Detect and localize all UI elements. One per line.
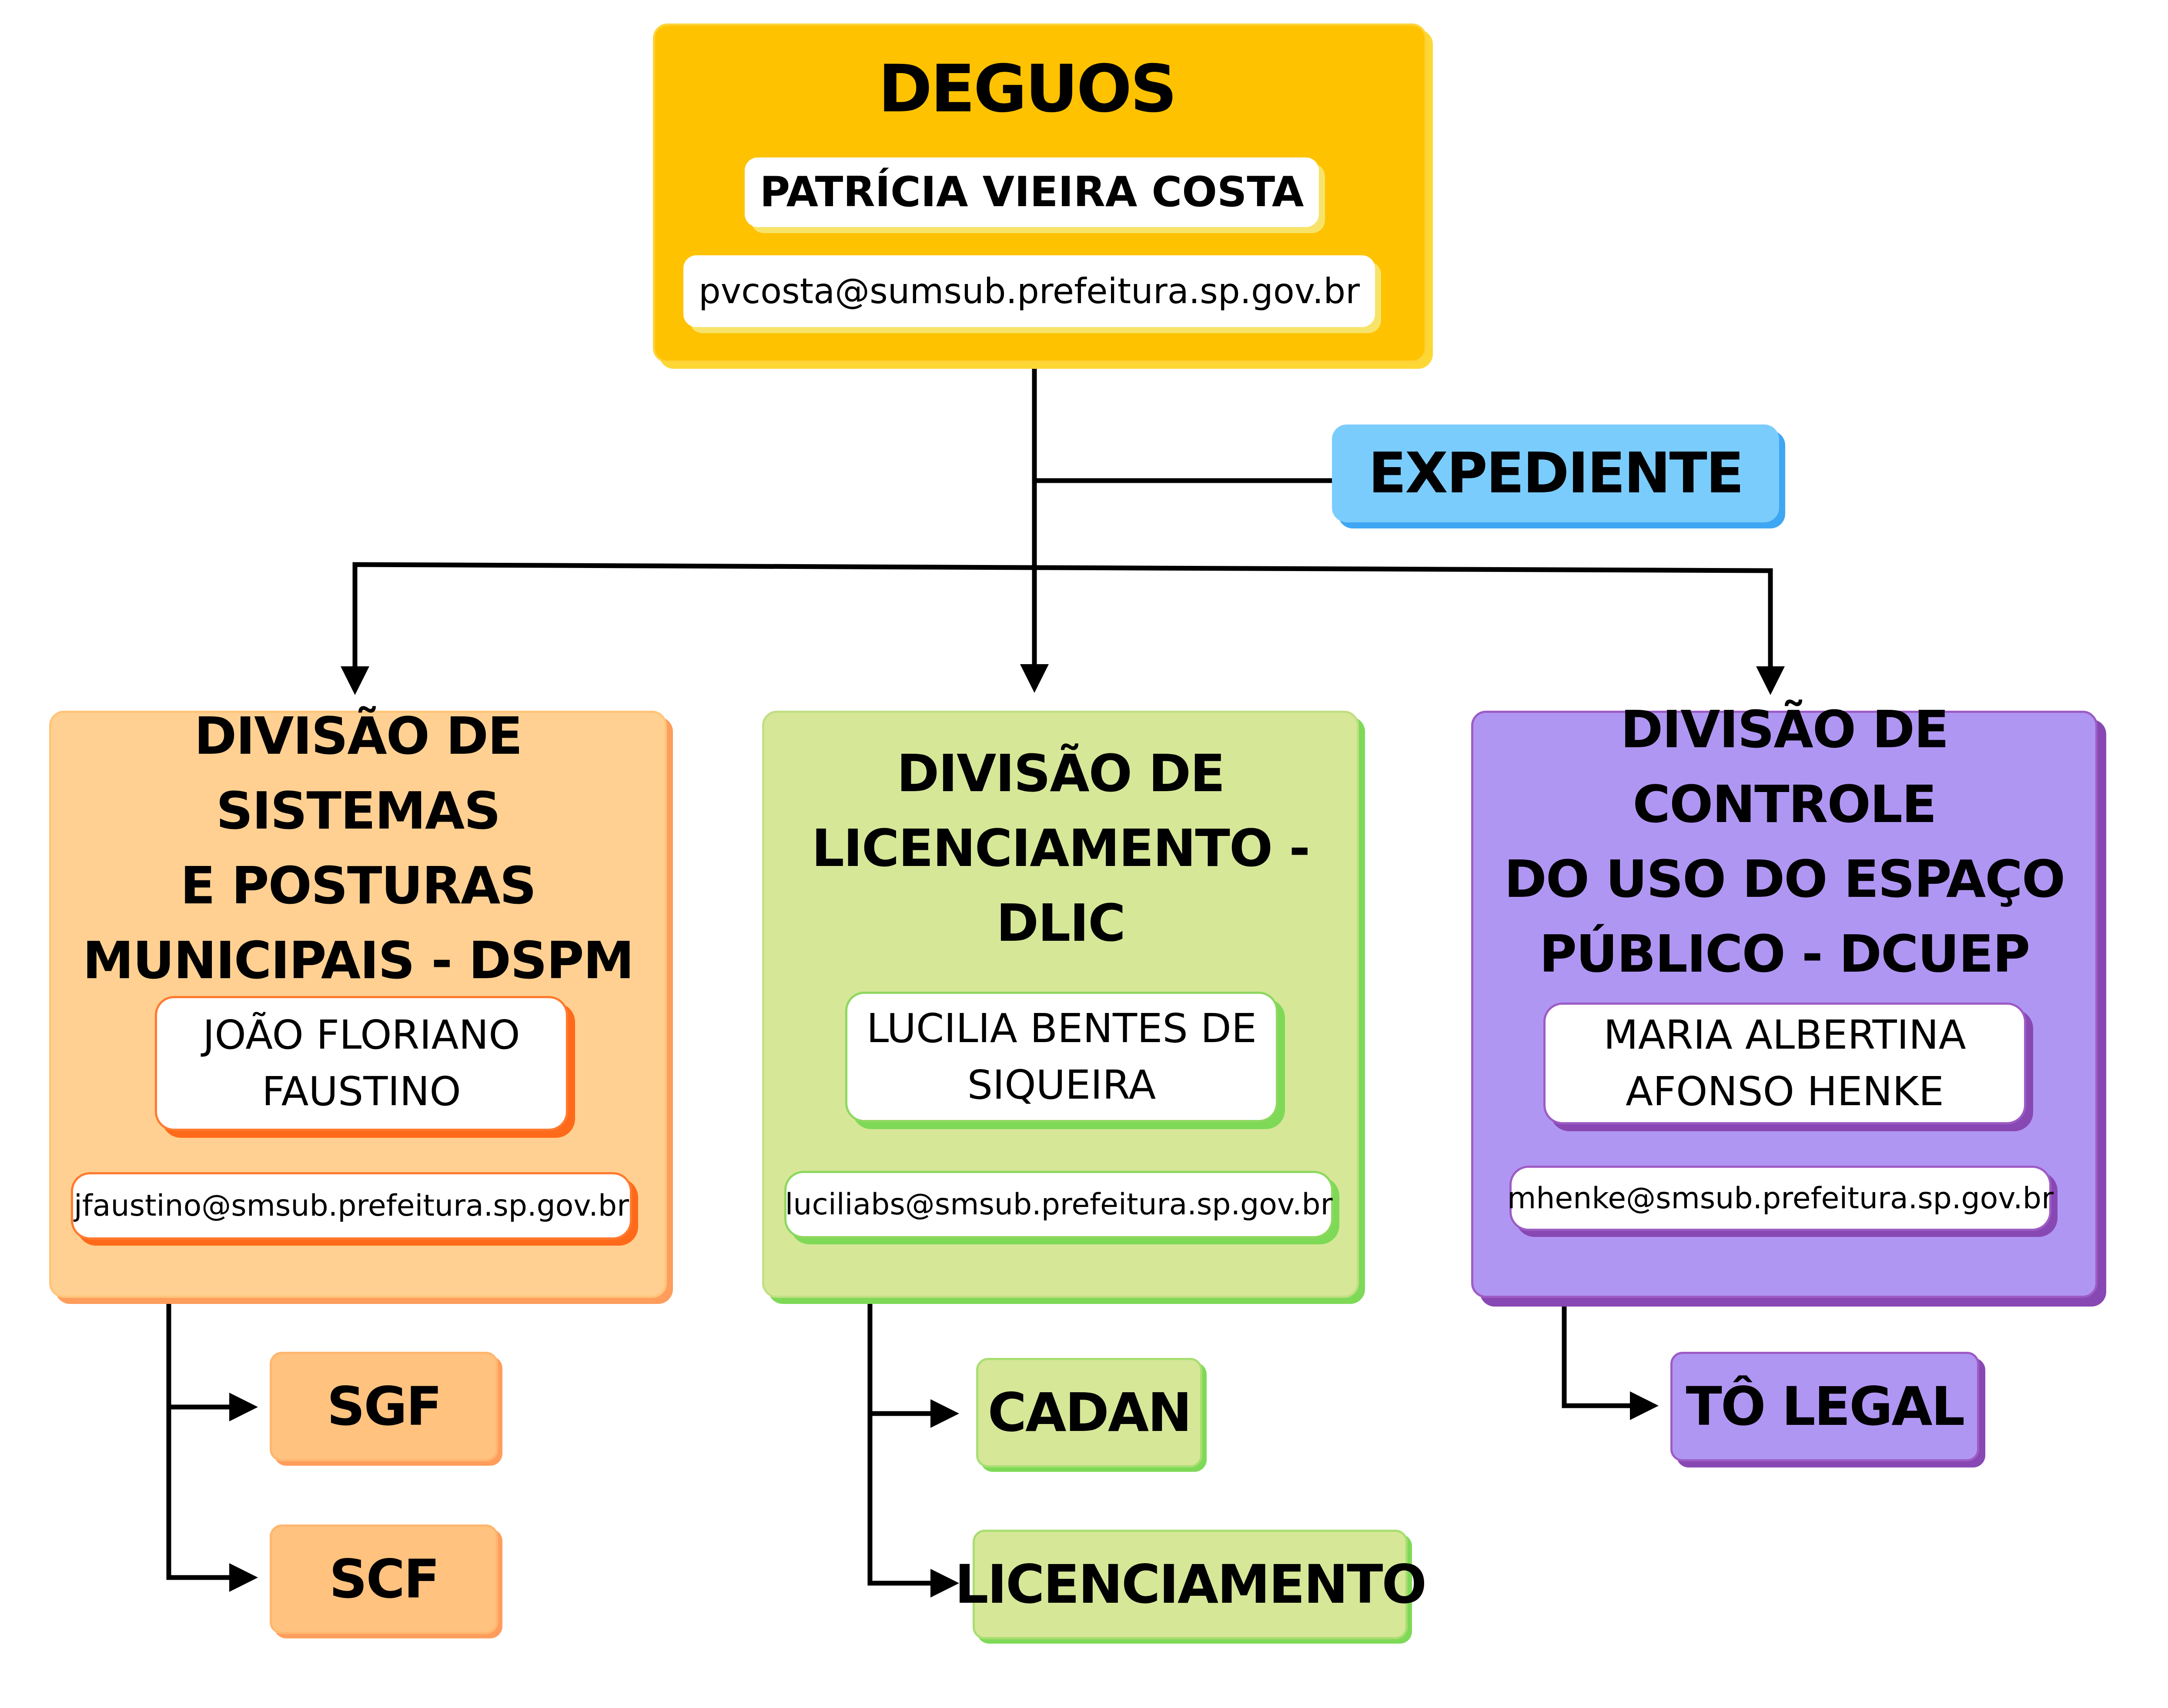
title-line: MUNICIPAIS - DSPM (82, 930, 634, 990)
title-line: E POSTURAS (180, 856, 537, 916)
person-line: FAUSTINO (262, 1068, 461, 1115)
division-dlic-title: DIVISÃO DE LICENCIAMENTO - DLIC (762, 735, 1359, 961)
division-dlic-email: luciliabs@smsub.prefeitura.sp.gov.br (784, 1171, 1333, 1238)
unit-scf: SCF (270, 1524, 498, 1634)
division-dspm-title: DIVISÃO DE SISTEMAS E POSTURAS MUNICIPAI… (49, 706, 667, 990)
title-line: LICENCIAMENTO - (811, 818, 1311, 878)
person-line: MARIA ALBERTINA (1603, 1012, 1966, 1058)
division-bus-right (1034, 565, 1773, 679)
root-person-name: PATRÍCIA VIEIRA COSTA (745, 157, 1319, 227)
expediente-node: EXPEDIENTE (1332, 424, 1779, 522)
division-dspm-email: jfaustino@smsub.prefeitura.sp.gov.br (71, 1172, 632, 1240)
division-dcuep-person: MARIA ALBERTINA AFONSO HENKE (1543, 1003, 2026, 1124)
unit-to-legal: TÔ LEGAL (1670, 1352, 1979, 1461)
division-dcuep-email: mhenke@smsub.prefeitura.sp.gov.br (1507, 1166, 2054, 1231)
root-title: DEGUOS (878, 51, 1177, 127)
unit-licenciamento: LICENCIAMENTO (955, 1530, 1427, 1639)
title-line: DIVISÃO DE SISTEMAS (194, 706, 522, 841)
division-dspm-person: JOÃO FLORIANO FAUSTINO (155, 996, 568, 1131)
division-dcuep-title: DIVISÃO DE CONTROLE DO USO DO ESPAÇO PÚB… (1471, 699, 2098, 984)
root-email: pvcosta@sumsub.prefeitura.sp.gov.br (683, 255, 1375, 327)
title-line: DLIC (996, 893, 1126, 953)
division-bus-left (352, 562, 1035, 679)
person-line: JOÃO FLORIANO (203, 1012, 520, 1058)
dcuep-units-line (1562, 1300, 1659, 1420)
unit-sgf: SGF (270, 1352, 498, 1461)
dlic-units-line (867, 1300, 959, 1598)
dspm-units-line (166, 1300, 258, 1592)
person-line: SIQUEIRA (967, 1062, 1156, 1108)
person-line: LUCILIA BENTES DE (867, 1005, 1257, 1052)
unit-cadan: CADAN (976, 1358, 1202, 1467)
title-line: DIVISÃO DE (897, 743, 1225, 803)
title-line: DIVISÃO DE CONTROLE (1620, 699, 1949, 834)
title-line: DO USO DO ESPAÇO (1504, 849, 2065, 909)
title-line: PÚBLICO - DCUEP (1539, 924, 2031, 984)
division-dlic-person: LUCILIA BENTES DE SIQUEIRA (845, 992, 1278, 1122)
person-line: AFONSO HENKE (1626, 1068, 1944, 1115)
